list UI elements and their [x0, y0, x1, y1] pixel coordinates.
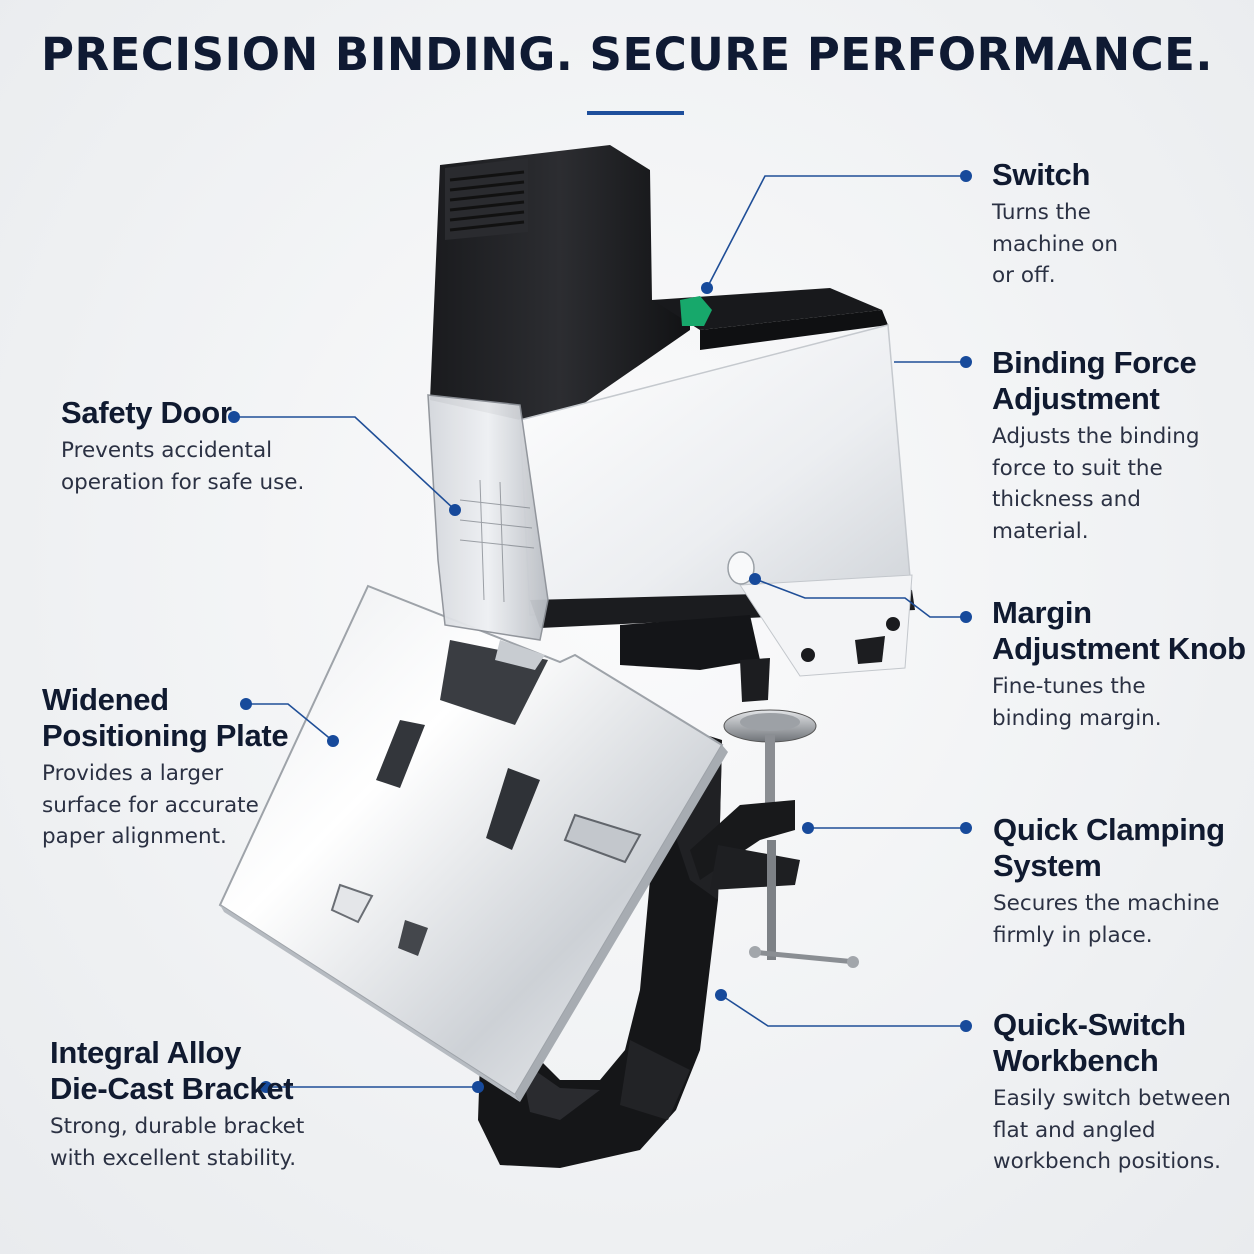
- desc-line: paper alignment.: [42, 824, 227, 849]
- desc-line: firmly in place.: [993, 922, 1153, 948]
- callout-bracket-title: Integral Alloy Die-Cast Bracket: [50, 1035, 304, 1107]
- desc-line: Easily switch between: [993, 1086, 1231, 1111]
- clamp-shape: [690, 709, 859, 968]
- title-line: Binding Force: [992, 345, 1197, 380]
- title-line: Workbench: [993, 1043, 1159, 1078]
- callout-margin-knob-title: Margin Adjustment Knob: [992, 595, 1246, 667]
- desc-line: thickness and: [992, 487, 1141, 512]
- title-line: System: [993, 848, 1102, 883]
- callout-safety-door-desc: Prevents accidental operation for safe u…: [61, 435, 304, 498]
- desc-line: Secures the machine: [993, 891, 1220, 916]
- callout-workbench-title: Quick-Switch Workbench: [993, 1007, 1231, 1079]
- desc-line: Fine-tunes the: [992, 674, 1146, 699]
- callout-leaders: [228, 170, 972, 1093]
- callout-margin-knob-desc: Fine-tunes the binding margin.: [992, 671, 1246, 734]
- positioning-plate-shape: [218, 584, 728, 1102]
- title-line: Quick-Switch: [993, 1007, 1186, 1042]
- desc-line: machine on: [992, 231, 1119, 257]
- desc-line: Strong, durable bracket: [50, 1114, 305, 1139]
- callout-positioning-plate: Widened Positioning Plate Provides a lar…: [42, 682, 289, 853]
- callout-switch-desc: Turns the machine on or off.: [992, 197, 1118, 292]
- stapler-head-shape: [427, 145, 915, 702]
- callout-workbench: Quick-Switch Workbench Easily switch bet…: [993, 1007, 1231, 1178]
- desc-line: force to suit the: [992, 455, 1163, 481]
- desc-line: or off.: [992, 263, 1056, 288]
- callout-clamping-title: Quick Clamping System: [993, 812, 1225, 884]
- title-line: Adjustment Knob: [992, 631, 1246, 666]
- desc-line: Turns the: [992, 200, 1091, 225]
- callout-binding-force-desc: Adjusts the binding force to suit the th…: [992, 421, 1200, 547]
- desc-line: with excellent stability.: [50, 1145, 297, 1171]
- callout-binding-force: Binding Force Adjustment Adjusts the bin…: [992, 345, 1200, 547]
- callout-switch: Switch Turns the machine on or off.: [992, 157, 1118, 292]
- desc-line: flat and angled: [993, 1117, 1156, 1143]
- title-line: Adjustment: [992, 381, 1160, 416]
- title-line: Positioning Plate: [42, 718, 289, 753]
- callout-safety-door: Safety Door Prevents accidental operatio…: [61, 395, 304, 498]
- callout-switch-title: Switch: [992, 157, 1091, 192]
- callout-clamping: Quick Clamping System Secures the machin…: [993, 812, 1225, 951]
- page-title: PRECISION BINDING. SECURE PERFORMANCE.: [41, 28, 1213, 81]
- title-underline: [587, 111, 684, 115]
- title-line: Die-Cast Bracket: [50, 1071, 294, 1106]
- desc-line: Prevents accidental: [61, 438, 273, 463]
- callout-bracket: Integral Alloy Die-Cast Bracket Strong, …: [50, 1035, 304, 1174]
- title-line: Margin: [992, 595, 1092, 630]
- title-line: Widened: [42, 682, 169, 717]
- callout-safety-door-title: Safety Door: [61, 395, 232, 430]
- desc-line: Adjusts the binding: [992, 424, 1200, 449]
- desc-line: operation for safe use.: [61, 469, 305, 495]
- callout-clamping-desc: Secures the machine firmly in place.: [993, 888, 1225, 951]
- desc-line: binding margin.: [992, 705, 1162, 731]
- callout-bracket-desc: Strong, durable bracket with excellent s…: [50, 1111, 304, 1174]
- callout-binding-force-title: Binding Force Adjustment: [992, 345, 1200, 417]
- title-line: Integral Alloy: [50, 1035, 242, 1070]
- callout-workbench-desc: Easily switch between flat and angled wo…: [993, 1083, 1231, 1178]
- desc-line: Provides a larger: [42, 761, 224, 786]
- desc-line: workbench positions.: [993, 1149, 1222, 1174]
- callout-positioning-plate-desc: Provides a larger surface for accurate p…: [42, 758, 288, 853]
- desc-line: material.: [992, 518, 1089, 544]
- callout-positioning-plate-title: Widened Positioning Plate: [42, 682, 289, 754]
- callout-margin-knob: Margin Adjustment Knob Fine-tunes the bi…: [992, 595, 1246, 734]
- desc-line: surface for accurate: [42, 792, 259, 818]
- title-line: Quick Clamping: [993, 812, 1225, 847]
